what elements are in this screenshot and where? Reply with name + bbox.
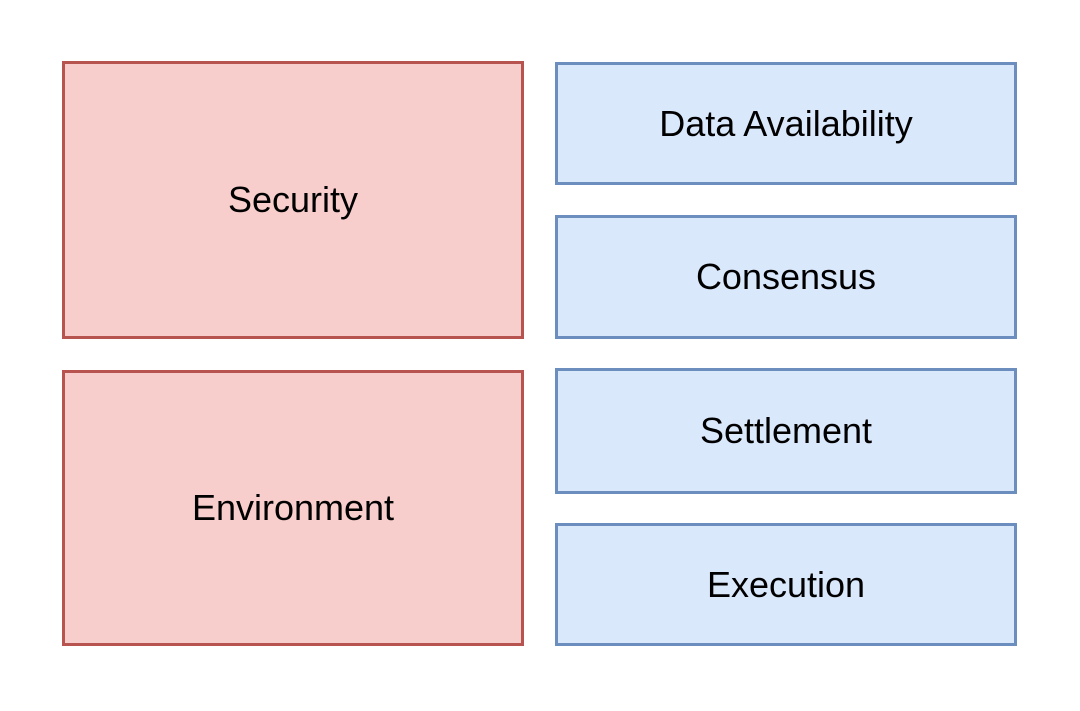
security-box: Security xyxy=(62,61,524,339)
consensus-box: Consensus xyxy=(555,215,1017,339)
environment-label: Environment xyxy=(191,487,395,529)
data-availability-label: Data Availability xyxy=(659,102,913,144)
settlement-label: Settlement xyxy=(699,410,873,452)
settlement-box: Settlement xyxy=(555,368,1017,494)
data-availability-box: Data Availability xyxy=(555,62,1017,185)
execution-label: Execution xyxy=(706,563,866,605)
execution-box: Execution xyxy=(555,523,1017,646)
consensus-label: Consensus xyxy=(695,256,877,298)
environment-box: Environment xyxy=(62,370,524,646)
security-label: Security xyxy=(227,179,359,221)
